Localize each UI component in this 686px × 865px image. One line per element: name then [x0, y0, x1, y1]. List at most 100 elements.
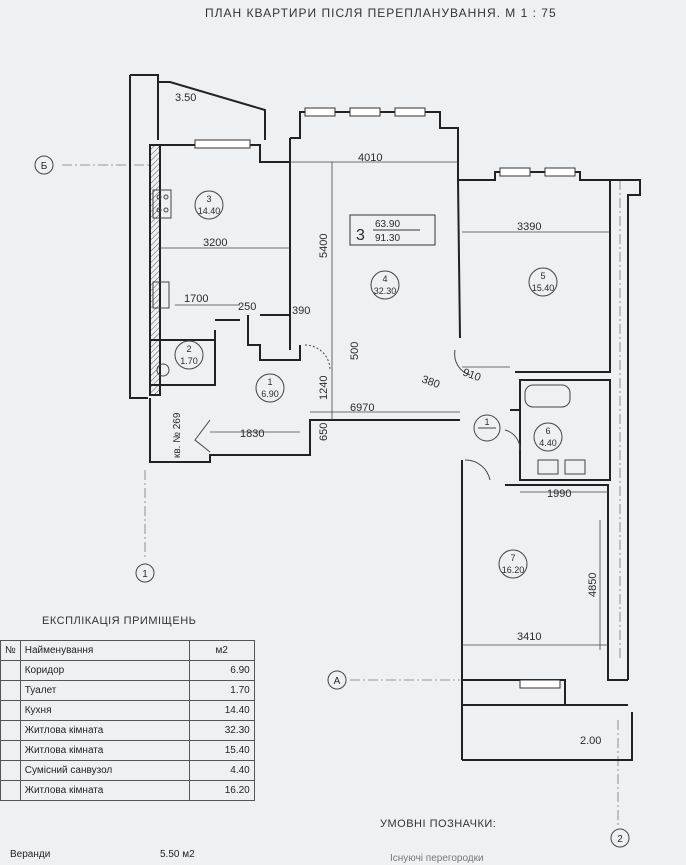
row-area: 16.20: [188, 780, 255, 801]
dim-6970: 6970: [350, 402, 374, 414]
axis-a-label: А: [334, 676, 341, 687]
axis-2-label: 2: [617, 834, 623, 845]
room-7-area: 16.20: [502, 565, 525, 575]
apartment-number: 3: [356, 227, 365, 244]
dim-3410: 3410: [517, 631, 541, 643]
veranda-area: 5.50 м2: [160, 849, 195, 860]
col-name: Найменування: [19, 640, 190, 661]
door-arc-icon: [304, 344, 331, 371]
dim-veranda-top: 3.50: [175, 92, 196, 104]
dimension-labels: 3.50 4010 3390 3200 5400 1700 250 390 50…: [175, 92, 601, 747]
axis-a-marker: [327, 670, 347, 690]
room-1-marker: [255, 373, 285, 403]
dim-650: 650: [318, 423, 330, 441]
notes-title: УМОВНІ ПОЗНАЧКИ:: [380, 818, 497, 830]
room-4-marker: [370, 270, 400, 300]
room-7-marker: [498, 549, 528, 579]
row-name: Житлова кімната: [19, 780, 190, 801]
dim-1240: 1240: [318, 376, 330, 400]
corridor-1-marker: [473, 414, 501, 442]
row-name: Туалет: [19, 680, 190, 701]
room-5-area: 15.40: [532, 283, 555, 293]
room-6-marker: [533, 422, 563, 452]
apartment-summary: 3 63.90 91.30: [349, 214, 436, 246]
dim-910: 910: [461, 367, 482, 385]
dim-3390: 3390: [517, 221, 541, 233]
corridor-1-num: 1: [484, 417, 489, 427]
dim-250: 250: [238, 301, 256, 313]
dim-4850: 4850: [587, 573, 599, 597]
dim-4010: 4010: [358, 152, 382, 164]
col-num: №: [0, 640, 21, 661]
dim-390: 390: [292, 305, 310, 317]
dim-1830: 1830: [240, 428, 264, 440]
dim-3200: 3200: [203, 237, 227, 249]
stove-icon: [152, 189, 172, 219]
col-area: м2: [188, 640, 255, 661]
door-arc-icon-2: [454, 349, 471, 376]
room-1-area: 6.90: [261, 389, 279, 399]
plan-title: ПЛАН КВАРТИРИ ПІСЛЯ ПЕРЕПЛАНУВАННЯ. М 1 …: [205, 6, 557, 20]
veranda-label: Веранди: [10, 849, 51, 860]
door-arc-icon-4: [194, 419, 211, 453]
sink-icon: [152, 281, 170, 309]
room-3-marker: [194, 190, 224, 220]
row-area: 15.40: [188, 740, 255, 761]
room-6-num: 6: [545, 426, 550, 436]
row-name: Житлова кімната: [19, 740, 190, 761]
dim-5400: 5400: [318, 234, 330, 258]
walls: [129, 74, 641, 761]
axis-markers: [34, 155, 630, 848]
axis-1-marker: [135, 563, 155, 583]
room-2-marker: [174, 340, 204, 370]
room-5-marker: [528, 267, 558, 297]
axis-lines: [62, 164, 621, 825]
room-6-area: 4.40: [539, 438, 557, 448]
table-header: № Найменування м2: [0, 640, 255, 661]
window-room4-b: [349, 107, 381, 117]
room-7-num: 7: [510, 553, 515, 563]
axis-b-label: Б: [41, 161, 48, 172]
axis-1-label: 1: [142, 569, 148, 580]
door-arc-icon-3: [504, 429, 521, 451]
dim-1990: 1990: [547, 488, 571, 500]
washbasin-icon: [537, 459, 559, 475]
window-room5-b: [544, 167, 576, 177]
row-area: 4.40: [188, 760, 255, 781]
axis-2-marker: [610, 828, 630, 848]
room-2-num: 2: [186, 344, 191, 354]
dim-500: 500: [349, 342, 361, 360]
bathtub-icon: [524, 384, 571, 408]
row-area: 6.90: [188, 660, 255, 681]
room-3-area: 14.40: [198, 206, 221, 216]
dim-1700: 1700: [184, 293, 208, 305]
axis-b-marker: [34, 155, 54, 175]
door-arc-icon-5: [464, 459, 491, 481]
row-name: Кухня: [19, 700, 190, 721]
dimension-lines: [158, 161, 610, 650]
toilet-icon: [156, 363, 170, 377]
apartment-total-area: 91.30: [375, 233, 400, 244]
window-room4-a: [304, 107, 336, 117]
legend-title: ЕКСПЛІКАЦІЯ ПРИМІЩЕНЬ: [42, 615, 197, 627]
room-4-num: 4: [382, 274, 387, 284]
window-kitchen: [194, 139, 251, 149]
apartment-label: кв. № 269: [172, 412, 183, 458]
window-room7: [519, 679, 561, 689]
row-area: 1.70: [188, 680, 255, 701]
dim-380: 380: [420, 374, 441, 392]
apartment-living-area: 63.90: [375, 219, 400, 230]
row-area: 14.40: [188, 700, 255, 721]
room-2-area: 1.70: [180, 356, 198, 366]
row-name: Коридор: [19, 660, 190, 681]
row-name: Сумісний санвузол: [19, 760, 190, 781]
window-room4-c: [394, 107, 426, 117]
